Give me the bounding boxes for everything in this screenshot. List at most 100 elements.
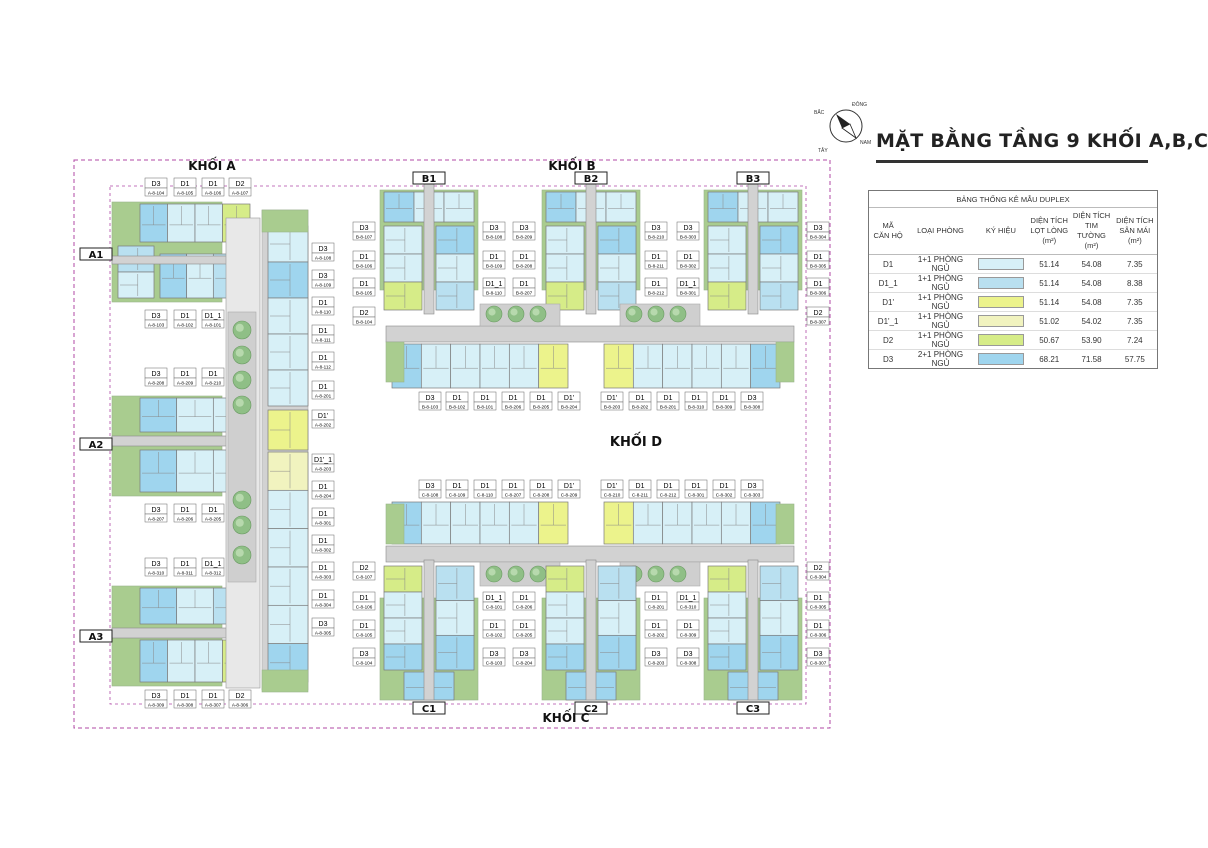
unit-tag: D1C-8-211 xyxy=(628,479,652,499)
unit-id-box xyxy=(311,463,335,473)
unit-type-code: D1 xyxy=(181,693,190,700)
legend-type: 1+1 PHÒNG NGỦ xyxy=(907,273,974,293)
page-title: MẶT BẰNG TẦNG 9 KHỐI A,B,C xyxy=(876,130,1208,152)
unit-tag: D3A-8-104 xyxy=(144,177,168,197)
unit-id-box xyxy=(352,601,376,611)
green-roof xyxy=(385,341,405,383)
unit-type-code: D1 xyxy=(319,565,328,572)
unit-type-code: D3 xyxy=(814,651,823,658)
unit-id-box xyxy=(740,401,764,411)
unit-id-box xyxy=(501,401,525,411)
unit-type-code: D1 xyxy=(360,281,369,288)
unit-tag: D1'C-8-210 xyxy=(600,479,624,499)
unit-id: A-8-106 xyxy=(205,191,222,196)
unit-type-code: D3 xyxy=(490,651,499,658)
unit-tag: D1C-8-208 xyxy=(529,479,553,499)
unit-id: A-8-205 xyxy=(205,517,222,522)
unit-tag: D1C-8-201 xyxy=(644,591,668,611)
unit-tag: D1B-8-212 xyxy=(644,277,668,297)
unit-id-box xyxy=(144,513,168,523)
unit-type-code: D1 xyxy=(636,483,645,490)
unit-id-box xyxy=(644,260,668,270)
unit-type-code: D1 xyxy=(652,254,661,261)
tree-highlight xyxy=(672,308,680,316)
unit-type-code: D3 xyxy=(152,507,161,514)
unit-id: A-8-309 xyxy=(148,703,165,708)
unit-id: C-8-103 xyxy=(486,661,503,666)
unit-tag: D1A-8-301 xyxy=(311,507,335,527)
unit-tag: D3C-8-108 xyxy=(418,479,442,499)
unit-id-box xyxy=(529,489,553,499)
wing-label-box xyxy=(79,247,113,261)
unit-type-code: D1 xyxy=(520,595,529,602)
unit-id-box xyxy=(501,489,525,499)
unit-id: A-8-210 xyxy=(205,381,222,386)
tree-highlight xyxy=(510,568,518,576)
unit-id: A-8-303 xyxy=(315,575,332,580)
unit-type-code: D2 xyxy=(236,693,245,700)
unit-tag: D1A-8-304 xyxy=(311,589,335,609)
unit-tag: D1B-8-106 xyxy=(352,250,376,270)
unit-tag: D1A-8-206 xyxy=(173,503,197,523)
unit-id-box xyxy=(352,260,376,270)
unit-tag: D1A-8-112 xyxy=(311,351,335,371)
unit-id-box xyxy=(311,599,335,609)
unit-tag: D1_1A-8-101 xyxy=(201,309,225,329)
unit-id: A-8-102 xyxy=(177,323,194,328)
unit-id-box xyxy=(144,699,168,709)
unit-tag: D1B-8-208 xyxy=(512,250,536,270)
unit-id-box xyxy=(173,319,197,329)
unit-tag: D1C-8-306 xyxy=(806,619,830,639)
unit-id-box xyxy=(144,567,168,577)
unit-id-box xyxy=(512,231,536,241)
unit-id: A-8-201 xyxy=(315,394,332,399)
unit-id: C-8-210 xyxy=(604,493,621,498)
block-label-b: KHỐI B xyxy=(548,156,595,173)
tree-highlight xyxy=(510,308,518,316)
unit-id-box xyxy=(201,567,225,577)
unit-tag: D1A-8-106 xyxy=(201,177,225,197)
unit-id: B-8-303 xyxy=(680,235,697,240)
unit-id: A-8-103 xyxy=(148,323,165,328)
unit-type-code: D1 xyxy=(692,395,701,402)
unit-tag: D1C-8-105 xyxy=(352,619,376,639)
unit-id: C-8-109 xyxy=(449,493,466,498)
corridor xyxy=(385,545,795,563)
unit-id-box xyxy=(806,316,830,326)
unit-id: A-8-203 xyxy=(315,467,332,472)
unit-type-code: D2 xyxy=(236,181,245,188)
unit-id: A-8-305 xyxy=(315,631,332,636)
unit-type-code: D3 xyxy=(520,225,529,232)
unit-type-code: D2 xyxy=(814,565,823,572)
legend-swatch xyxy=(973,311,1029,331)
unit-id: B-8-211 xyxy=(648,264,664,269)
unit-tag: D2B-8-307 xyxy=(806,306,830,326)
unit-type-code: D1 xyxy=(209,507,218,514)
unit-type-code: D3 xyxy=(152,181,161,188)
unit-id: B-8-305 xyxy=(810,264,827,269)
unit-tag: D1A-8-303 xyxy=(311,561,335,581)
unit-id: B-8-103 xyxy=(422,405,439,410)
unit-id-box xyxy=(352,571,376,581)
unit-tag: D1B-8-305 xyxy=(806,250,830,270)
unit-type-code: D1' xyxy=(318,413,328,420)
unit-tag: D1B-8-310 xyxy=(684,391,708,411)
unit-id: C-8-304 xyxy=(810,575,827,580)
unit-type-code: D1 xyxy=(664,395,673,402)
unit-type-code: D1 xyxy=(181,181,190,188)
unit-id-box xyxy=(482,657,506,667)
unit-type-code: D1 xyxy=(181,561,190,568)
unit-type-code: D3 xyxy=(152,313,161,320)
unit-id: C-8-208 xyxy=(533,493,550,498)
legend-code: D1_1 xyxy=(869,273,908,293)
unit-id: A-8-306 xyxy=(232,703,249,708)
unit-type-code: D1 xyxy=(684,254,693,261)
unit-id-box xyxy=(352,316,376,326)
legend-color-swatch xyxy=(977,277,1024,289)
unit-type-code: D1 xyxy=(720,395,729,402)
unit-tag: D1'A-8-202 xyxy=(311,409,335,429)
